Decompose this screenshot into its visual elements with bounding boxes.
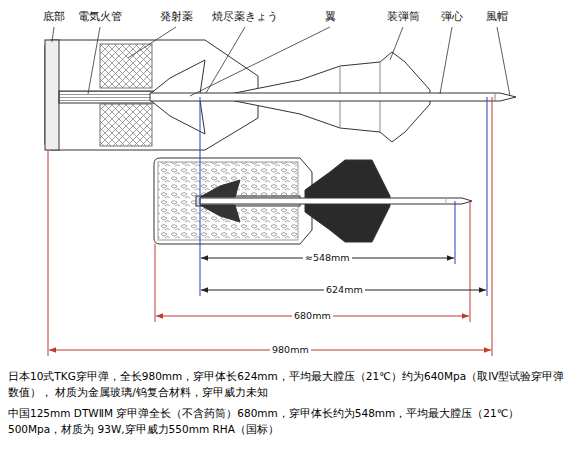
dimension-label: 980mm [270,344,311,355]
dimension-label: 680mm [292,310,333,321]
part-name: 底部 [43,10,65,23]
dimension-label: ≈548mm [303,252,352,263]
part-name: 装弾筒 [387,10,420,23]
part-name: 風帽 [486,10,508,23]
part-name: 弾心 [441,10,463,23]
dimension-label: 624mm [324,284,365,295]
part-name: 電気火管 [78,10,122,23]
part-name: 焼尽薬きょう [212,10,278,23]
note-text: 中国125mm DTWⅡM 穿甲弹全长（不含药筒）680mm，穿甲体长约为548… [8,405,570,438]
note-text: 日本10式TKG穿甲弹，全长980mm，穿甲体长624mm，平均最大膛压（21℃… [8,368,570,401]
part-name: 発射薬 [160,10,193,23]
part-name: 翼 [325,10,336,23]
